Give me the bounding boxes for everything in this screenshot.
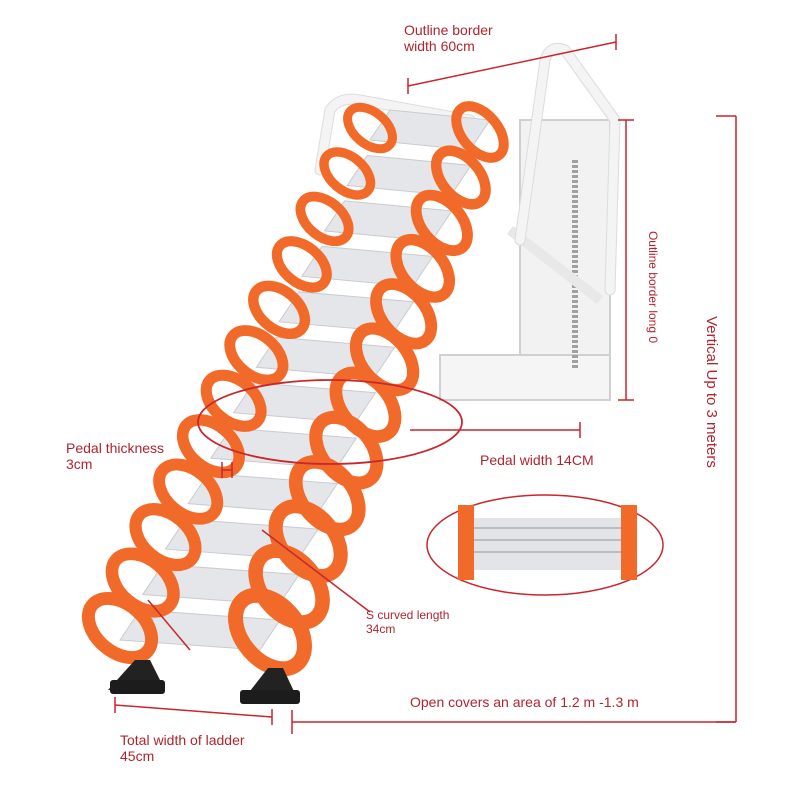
scissor-link-left bbox=[153, 458, 224, 525]
dimension-lines bbox=[114, 34, 737, 734]
scissor-link-left bbox=[343, 102, 397, 154]
wall-mount-frame bbox=[439, 119, 611, 401]
s-curved-length-label: S curved length 34cm bbox=[366, 608, 449, 636]
total-width-line-1: Total width of ladder bbox=[120, 732, 245, 748]
scissor-link-left bbox=[295, 191, 354, 247]
scissor-link-right bbox=[228, 587, 312, 677]
s-curved-line-1: S curved length bbox=[366, 608, 450, 622]
scissor-link-left bbox=[319, 147, 376, 200]
scissor-link-left bbox=[224, 325, 289, 386]
s-curved-line-2: 34cm bbox=[366, 622, 396, 636]
pedal-thickness-line-1: Pedal thickness bbox=[66, 440, 165, 456]
outline-width-label: Outline border width 60cm bbox=[404, 22, 493, 54]
scissor-link-right bbox=[410, 189, 473, 257]
scissor-link-left bbox=[176, 414, 245, 479]
pedal-thickness-label: Pedal thickness 3cm bbox=[66, 440, 164, 472]
pedal-width-label: Pedal width 14CM bbox=[480, 452, 594, 468]
handrail bbox=[314, 42, 621, 296]
ladder-feet bbox=[108, 660, 300, 704]
pedal-thickness-line-2: 3cm bbox=[66, 456, 93, 472]
total-width-label: Total width of ladder 45cm bbox=[120, 732, 245, 764]
outline-long-label: Outline border long 0 bbox=[646, 230, 660, 344]
open-area-label: Open covers an area of 1.2 m -1.3 m bbox=[410, 694, 639, 710]
scissor-links-group bbox=[81, 101, 509, 677]
scissor-link-right bbox=[430, 145, 491, 210]
vertical-height-label: Vertical Up to 3 meters bbox=[703, 316, 720, 468]
scissor-link-left bbox=[248, 280, 311, 339]
scissor-link-left bbox=[200, 369, 267, 432]
scissor-link-right bbox=[451, 101, 509, 163]
outline-width-line-2: width 60cm bbox=[404, 38, 475, 54]
total-width-line-2: 45cm bbox=[120, 748, 155, 764]
scissor-link-left bbox=[271, 236, 332, 293]
outline-width-line-1: Outline border bbox=[404, 22, 493, 38]
pedal-detail-inset bbox=[426, 494, 664, 596]
scissor-link-left bbox=[81, 591, 159, 665]
scissor-link-right bbox=[390, 233, 456, 303]
